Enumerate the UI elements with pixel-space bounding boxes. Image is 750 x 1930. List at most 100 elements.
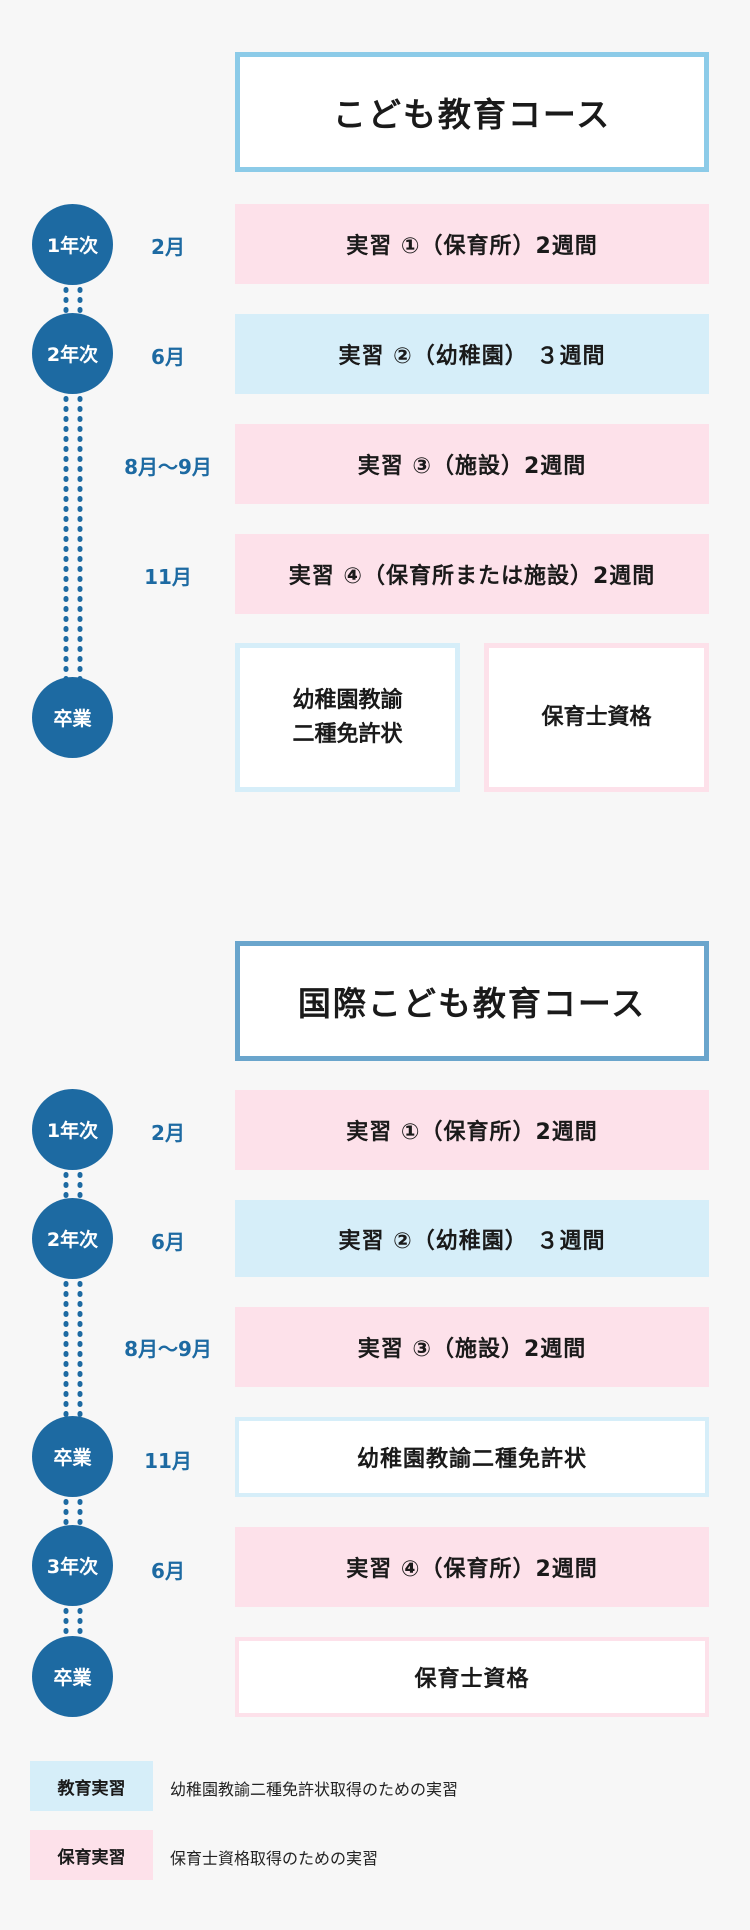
timeline-dot — [63, 1628, 69, 1634]
timeline-dot — [77, 297, 83, 303]
course1-qualification-kindergarten: 幼稚園教諭 二種免許状 — [235, 643, 460, 792]
timeline-dot — [63, 1301, 69, 1307]
legend-tag-education: 教育実習 — [30, 1761, 153, 1811]
timeline-dot — [63, 596, 69, 602]
course1-practicum-3: 実習 ③（施設）2週間 — [235, 424, 709, 504]
timeline-dot — [77, 436, 83, 442]
timeline-dot — [63, 1172, 69, 1178]
timeline-dot — [63, 476, 69, 482]
timeline-dot — [77, 526, 83, 532]
timeline-dot — [63, 536, 69, 542]
timeline-dot — [77, 566, 83, 572]
timeline-dot — [77, 1172, 83, 1178]
course1-practicum-2: 実習 ②（幼稚園） ３週間 — [235, 314, 709, 394]
timeline-dot — [77, 1628, 83, 1634]
course2-month-1: 2月 — [151, 1121, 185, 1145]
timeline-dot — [63, 1618, 69, 1624]
timeline-dot — [63, 546, 69, 552]
timeline-dot — [77, 396, 83, 402]
timeline-dot — [77, 1311, 83, 1317]
course2-badge-year1: 1年次 — [32, 1089, 113, 1170]
timeline-dot — [63, 1371, 69, 1377]
timeline-dot — [77, 546, 83, 552]
timeline-dot — [63, 287, 69, 293]
timeline-dot — [63, 636, 69, 642]
timeline-dot — [63, 307, 69, 313]
timeline-dot — [77, 1301, 83, 1307]
timeline-dot — [63, 606, 69, 612]
timeline-dot — [77, 1519, 83, 1525]
timeline-dot — [77, 666, 83, 672]
course2-badge-graduation-2: 卒業 — [32, 1636, 113, 1717]
timeline-dot — [77, 1341, 83, 1347]
timeline-dot — [77, 1281, 83, 1287]
course2-month-2: 6月 — [151, 1230, 185, 1254]
legend-text-education: 幼稚園教諭二種免許状取得のための実習 — [170, 1780, 459, 1799]
legend-text-childcare: 保育士資格取得のための実習 — [170, 1849, 379, 1868]
course2-practicum-1: 実習 ①（保育所）2週間 — [235, 1090, 709, 1170]
timeline-dot — [63, 646, 69, 652]
timeline-dot — [63, 466, 69, 472]
timeline-dot — [77, 1182, 83, 1188]
timeline-dot — [63, 396, 69, 402]
course2-badge-year3: 3年次 — [32, 1525, 113, 1606]
timeline-dot — [63, 1341, 69, 1347]
timeline-dot — [63, 576, 69, 582]
course1-practicum-4: 実習 ④（保育所または施設）2週間 — [235, 534, 709, 614]
timeline-dot — [77, 476, 83, 482]
timeline-dot — [77, 506, 83, 512]
timeline-dot — [77, 287, 83, 293]
timeline-dot — [77, 1321, 83, 1327]
course2-practicum-3: 実習 ③（施設）2週間 — [235, 1307, 709, 1387]
course2-title: 国際こども教育コース — [235, 941, 709, 1061]
timeline-dot — [63, 656, 69, 662]
course1-badge-graduation: 卒業 — [32, 677, 113, 758]
timeline-dot — [63, 666, 69, 672]
course2-qualification-kindergarten: 幼稚園教諭二種免許状 — [235, 1417, 709, 1497]
timeline-dot — [77, 556, 83, 562]
course2-badge-year2: 2年次 — [32, 1198, 113, 1279]
course1-month-3: 8月〜9月 — [124, 455, 212, 479]
timeline-dot — [77, 626, 83, 632]
course1-title: こども教育コース — [235, 52, 709, 172]
timeline-dot — [77, 307, 83, 313]
timeline-dot — [63, 297, 69, 303]
timeline-dot — [77, 1401, 83, 1407]
timeline-dot — [77, 1291, 83, 1297]
course2-practicum-4: 実習 ④（保育所）2週間 — [235, 1527, 709, 1607]
timeline-dot — [63, 556, 69, 562]
course2-month-5: 6月 — [151, 1559, 185, 1583]
timeline-dot — [77, 636, 83, 642]
timeline-dot — [77, 1371, 83, 1377]
qualification-line-2: 二種免許状 — [292, 721, 403, 747]
timeline-dot — [77, 1509, 83, 1515]
timeline-dot — [77, 1618, 83, 1624]
course2-badge-graduation-1: 卒業 — [32, 1416, 113, 1497]
timeline-dot — [63, 1361, 69, 1367]
timeline-dot — [77, 536, 83, 542]
timeline-dot — [63, 1391, 69, 1397]
timeline-dot — [63, 1509, 69, 1515]
timeline-dot — [77, 576, 83, 582]
timeline-dot — [77, 1391, 83, 1397]
course1-qualification-nursery: 保育士資格 — [484, 643, 709, 792]
timeline-dot — [63, 1401, 69, 1407]
timeline-dot — [63, 1351, 69, 1357]
timeline-dot — [77, 426, 83, 432]
timeline-dot — [77, 456, 83, 462]
timeline-dot — [63, 1331, 69, 1337]
timeline-dot — [63, 436, 69, 442]
timeline-dot — [77, 1381, 83, 1387]
timeline-dot — [63, 616, 69, 622]
course1-badge-year1: 1年次 — [32, 204, 113, 285]
timeline-dot — [63, 416, 69, 422]
timeline-dot — [77, 406, 83, 412]
course2-qualification-nursery: 保育士資格 — [235, 1637, 709, 1717]
qualification-line-1: 幼稚園教諭 — [292, 687, 403, 713]
timeline-dot — [63, 586, 69, 592]
legend-tag-childcare: 保育実習 — [30, 1830, 153, 1880]
timeline-dot — [77, 656, 83, 662]
timeline-dot — [63, 1311, 69, 1317]
